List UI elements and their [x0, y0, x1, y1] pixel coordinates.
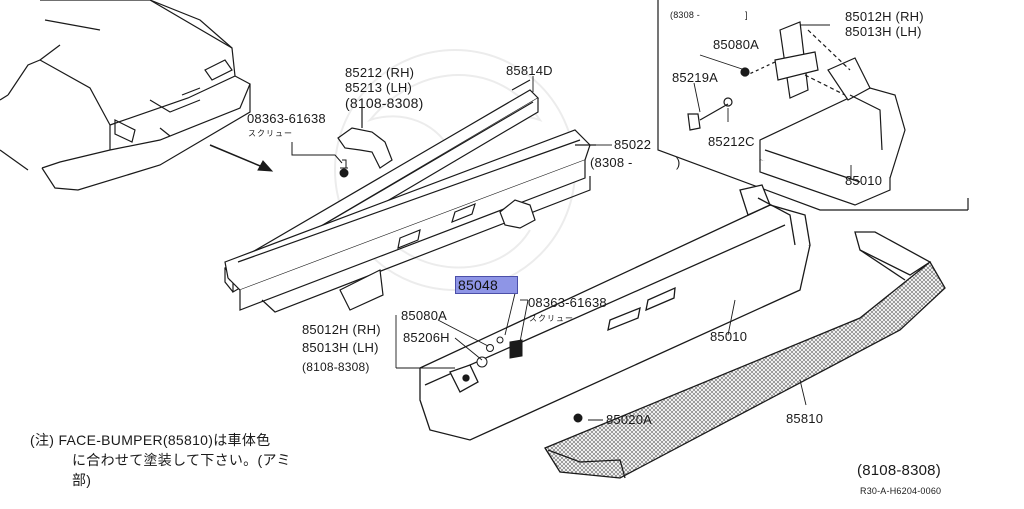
note-line2: に合わせて塗装して下さい。(アミ — [72, 452, 291, 468]
label-bracket-lh-top: 85213 (LH) — [345, 80, 413, 95]
label-inset-date: (8308 - — [670, 10, 700, 20]
label-clip: 85020A — [606, 412, 653, 427]
direction-arrow — [210, 145, 272, 171]
paint-note: (注) FACE-BUMPER(85810)は車体色 に合わせて塗装して下さい。… — [30, 430, 360, 490]
label-screw-mid: 08363-61638 — [528, 295, 607, 310]
label-screw-top-jp: スクリュー — [248, 129, 293, 138]
inset-hardware — [688, 62, 775, 130]
label-stay-lh: 85013H (LH) — [302, 340, 379, 355]
label-inset-bumper: 85010 — [845, 173, 883, 188]
label-reinforcement-date: (8308 - — [590, 155, 633, 170]
leader-lines — [396, 25, 851, 405]
label-ref-code: R30-A-H6204-0060 — [860, 486, 942, 496]
label-date-top: (8108-8308) — [345, 95, 424, 111]
face-bumper-85810-part — [545, 232, 945, 478]
label-bracket-rh-top: 85212 (RH) — [345, 65, 415, 80]
vehicle-rear-body — [0, 0, 250, 190]
label-inset-85212c: 85212C — [708, 134, 755, 149]
label-inset-85219a: 85219A — [672, 70, 719, 85]
label-reinforcement-date-close: ) — [676, 155, 681, 170]
label-stay-rh: 85012H (RH) — [302, 322, 381, 337]
inset-bumper-85010-part — [760, 58, 905, 205]
label-bolt-85206h: 85206H — [403, 330, 450, 345]
label-screw-mid-jp: スクリュー — [529, 314, 574, 323]
inset-stay-85012h-part — [775, 22, 850, 98]
reinforcement-85022-part — [225, 130, 596, 312]
note-line1: FACE-BUMPER(85810)は車体色 — [58, 432, 271, 448]
label-bottom-date: (8108-8308) — [857, 462, 941, 479]
inset-frame — [658, 0, 968, 210]
label-washer-85080a: 85080A — [401, 308, 448, 323]
main-bumper-85010-part — [420, 185, 810, 440]
label-inset-stay-rh: 85012H (RH) — [845, 9, 924, 24]
label-inset-stay-lh: 85013H (LH) — [845, 24, 922, 39]
label-face-bumper: 85810 — [786, 411, 824, 426]
bracket-85212-part — [338, 108, 392, 168]
label-reinforcement: 85022 — [614, 137, 652, 152]
middle-hardware — [477, 337, 603, 422]
screw-top-part — [292, 142, 348, 177]
note-line3: 部) — [72, 472, 92, 488]
label-bumper-main: 85010 — [710, 329, 748, 344]
highlighted-part-85048[interactable]: 85048 — [455, 276, 518, 294]
label-stay-date: (8108-8308) — [302, 360, 370, 374]
note-prefix: (注) — [30, 432, 55, 448]
label-inset-date-close: ] — [745, 10, 748, 20]
label-inset-85080a: 85080A — [713, 37, 760, 52]
label-screw-top: 08363-61638 — [247, 111, 326, 126]
label-rail: 85814D — [506, 63, 553, 78]
